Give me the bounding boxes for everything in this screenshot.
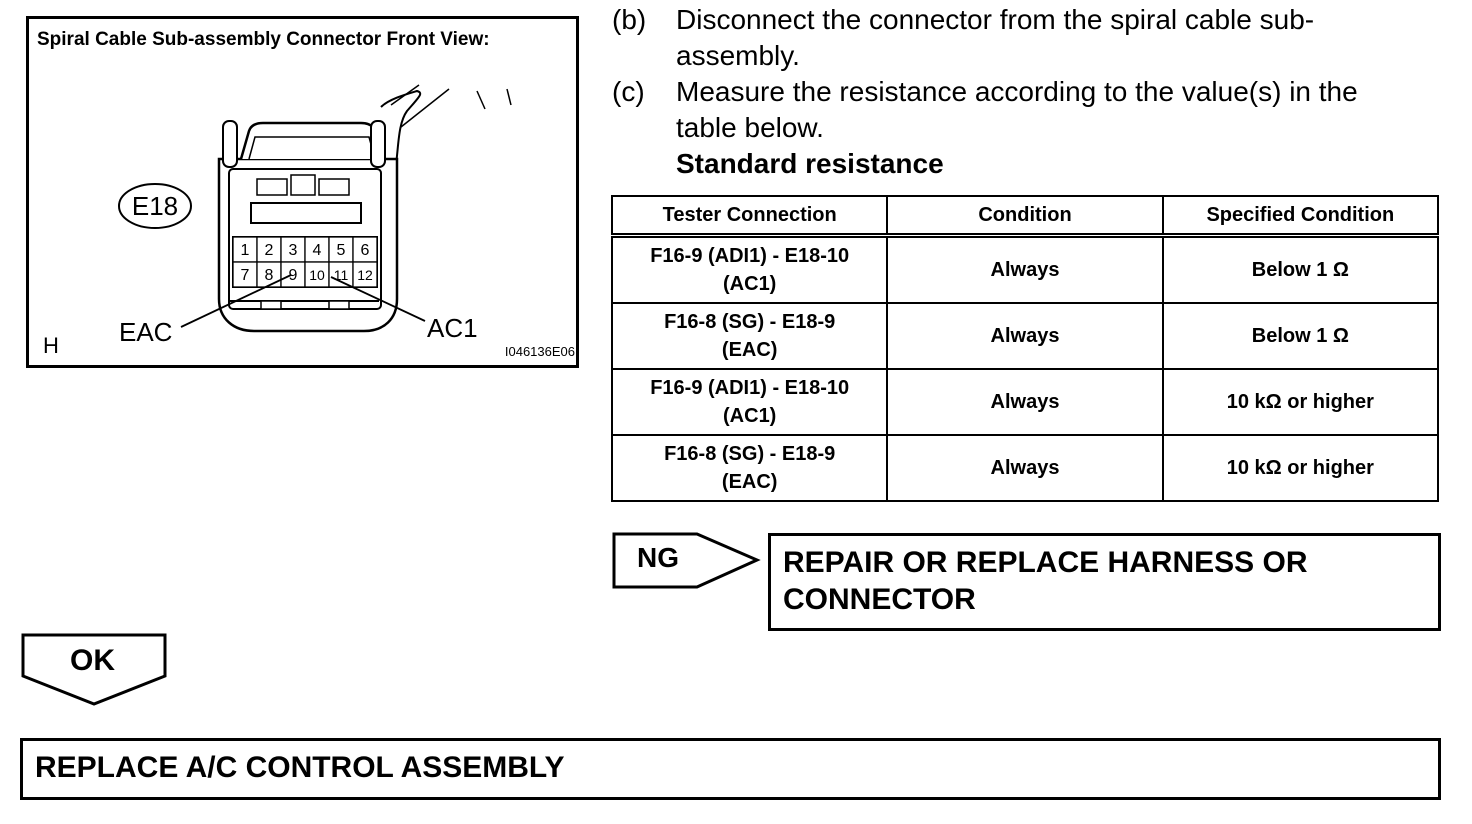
header-tester-connection: Tester Connection — [610, 195, 889, 238]
step-text: Measure the resistance according to the … — [676, 74, 1358, 146]
cell-connection: F16-9 (ADI1) - E18-10 (AC1) — [610, 368, 889, 436]
slot — [256, 178, 288, 196]
step-line: Disconnect the connector from the spiral… — [676, 4, 1315, 35]
ng-result-text: REPAIR OR REPLACE HARNESS OR CONNECTOR — [783, 544, 1308, 618]
pin-number: 3 — [289, 242, 298, 259]
pin-cell — [256, 261, 282, 288]
pin-cell — [280, 261, 306, 288]
step-line: table below. — [676, 112, 824, 143]
pin-cell — [232, 236, 258, 263]
cell-connection: F16-8 (SG) - E18-9 (EAC) — [610, 434, 889, 502]
lock-tab-right — [370, 120, 386, 168]
cell-condition: Always — [886, 302, 1164, 370]
pin-number: 12 — [357, 267, 373, 283]
pin-cell — [304, 236, 330, 263]
step-text: Disconnect the connector from the spiral… — [676, 2, 1314, 74]
connection-line: F16-8 (SG) - E18-9 — [664, 443, 836, 465]
header-condition: Condition — [886, 195, 1164, 238]
bottom-notch — [260, 300, 282, 310]
cell-connection: F16-9 (ADI1) - E18-10 (AC1) — [610, 234, 889, 304]
pin-number: 11 — [334, 267, 349, 283]
pin-number: 8 — [265, 267, 274, 284]
header-specified-condition: Specified Condition — [1161, 195, 1440, 238]
pin-cell — [304, 261, 330, 288]
ok-arrow-shape — [21, 633, 167, 706]
pin-number: 5 — [337, 242, 346, 259]
pin-number: 1 — [241, 242, 250, 259]
cell-specified: Below 1 Ω — [1161, 302, 1440, 370]
pin-number: 2 — [265, 242, 274, 259]
pin-number: 7 — [241, 267, 250, 284]
connection-line: F16-8 (SG) - E18-9 — [664, 311, 836, 333]
connection-line: (EAC) — [721, 339, 778, 361]
slot — [318, 178, 350, 196]
figure-corner-letter: H — [43, 333, 59, 358]
pin-number: 9 — [289, 267, 298, 284]
ok-result-box: REPLACE A/C CONTROL ASSEMBLY — [20, 738, 1441, 800]
connection-line: (EAC) — [721, 471, 778, 493]
pin-cell — [352, 261, 378, 288]
cell-specified: Below 1 Ω — [1161, 234, 1440, 304]
figure-id: I046136E06 — [505, 344, 575, 359]
slot — [290, 174, 316, 196]
slot-long — [250, 202, 362, 224]
connection-line: F16-9 (ADI1) - E18-10 — [650, 245, 850, 267]
connector-code-ellipse — [118, 183, 192, 229]
wire-strand — [390, 84, 420, 106]
pin-cell — [328, 261, 354, 288]
bottom-notch — [328, 300, 350, 310]
cell-condition: Always — [886, 234, 1164, 304]
wire-harness — [380, 89, 422, 190]
step-letter: (b) — [612, 4, 647, 35]
table-header-row: Tester Connection Condition Specified Co… — [610, 195, 1440, 238]
table-row: F16-9 (ADI1) - E18-10 (AC1) Always Below … — [610, 234, 1440, 304]
ok-arrow — [21, 633, 167, 706]
step-letter: (c) — [612, 76, 645, 107]
resistance-table: Tester Connection Condition Specified Co… — [610, 195, 1440, 502]
connector-code: E18 — [132, 191, 178, 221]
ng-label: NG — [637, 542, 679, 573]
figure-title: Spiral Cable Sub-assembly Connector Fron… — [37, 29, 490, 50]
pin-number: 6 — [361, 242, 370, 259]
cell-specified: 10 kΩ or higher — [1161, 434, 1440, 502]
label-eac: EAC — [119, 317, 172, 347]
connection-line: F16-9 (ADI1) - E18-10 — [650, 377, 850, 399]
label-ac1: AC1 — [427, 313, 478, 343]
connection-line: (AC1) — [723, 405, 777, 427]
ok-label: OK — [70, 644, 115, 677]
ng-result-line: REPAIR OR REPLACE HARNESS OR — [783, 546, 1308, 579]
leader-line-eac — [180, 274, 292, 328]
step-line: Measure the resistance according to the … — [676, 76, 1358, 107]
pin-number: 4 — [313, 242, 322, 259]
cell-condition: Always — [886, 434, 1164, 502]
wire-strand — [400, 88, 450, 128]
table-row: F16-9 (ADI1) - E18-10 (AC1) Always 10 kΩ … — [610, 368, 1440, 436]
ok-result-text: REPLACE A/C CONTROL ASSEMBLY — [35, 751, 565, 784]
table-row: F16-8 (SG) - E18-9 (EAC) Always 10 kΩ or … — [610, 434, 1440, 502]
cell-condition: Always — [886, 368, 1164, 436]
ng-result-line: CONNECTOR — [783, 583, 976, 616]
pin-number: 10 — [309, 267, 325, 283]
ng-arrow-shape — [612, 532, 761, 589]
wire-strand — [476, 90, 486, 110]
cell-connection: F16-8 (SG) - E18-9 (EAC) — [610, 302, 889, 370]
ng-arrow — [612, 532, 761, 589]
lock-tab-left — [222, 120, 238, 168]
wire-strand — [506, 88, 512, 106]
pin-cell — [280, 236, 306, 263]
ng-result-box: REPAIR OR REPLACE HARNESS OR CONNECTOR — [768, 533, 1441, 631]
connector-latch — [239, 121, 383, 160]
step-line: assembly. — [676, 40, 800, 71]
table-row: F16-8 (SG) - E18-9 (EAC) Always Below 1 Ω — [610, 302, 1440, 370]
leader-line-ac1 — [330, 276, 426, 322]
standard-resistance-heading: Standard resistance — [676, 148, 944, 179]
connection-line: (AC1) — [723, 273, 777, 295]
cell-specified: 10 kΩ or higher — [1161, 368, 1440, 436]
